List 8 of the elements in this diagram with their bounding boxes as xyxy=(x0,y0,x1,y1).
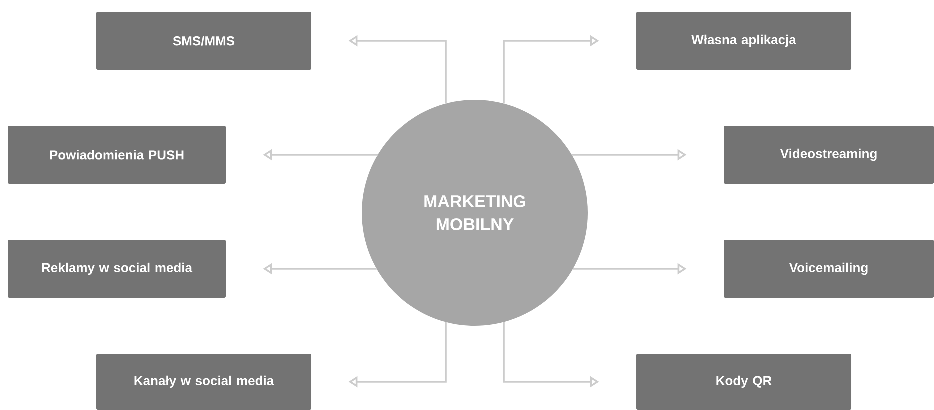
category-box: Kanały w social media xyxy=(96,354,312,410)
category-box: Kody QR xyxy=(636,354,852,410)
category-box: Własna aplikacja xyxy=(636,12,852,70)
category-box: Voicemailing xyxy=(724,240,934,298)
category-box: Videostreaming xyxy=(724,126,934,184)
category-box: Powiadomienia PUSH xyxy=(8,126,226,184)
category-box: SMS/MMS xyxy=(96,12,312,70)
category-box: Reklamy w social media xyxy=(8,240,226,298)
